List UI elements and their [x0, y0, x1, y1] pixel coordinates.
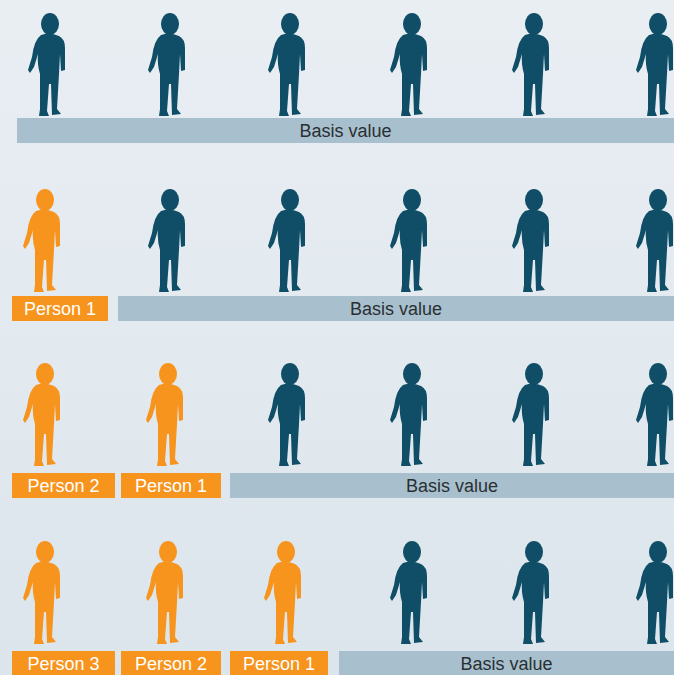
person-figure — [148, 189, 185, 292]
bar-label: Basis value — [406, 477, 498, 495]
person-tag: Person 1 — [121, 473, 221, 498]
bar-label: Basis value — [299, 122, 391, 140]
person-figure — [390, 363, 427, 466]
person-label: Person 1 — [135, 477, 207, 495]
bar-label: Basis value — [460, 655, 552, 673]
person-figure — [636, 541, 673, 644]
person-label: Person 2 — [27, 477, 99, 495]
bar-label: Basis value — [350, 300, 442, 318]
row-3-figures — [23, 363, 673, 466]
person-figure — [268, 189, 305, 292]
person-tag: Person 2 — [12, 473, 115, 498]
row-2-figures — [23, 189, 673, 292]
person-figure — [268, 363, 305, 466]
person-figure — [146, 541, 183, 644]
person-figure — [146, 363, 183, 466]
person-figure — [636, 13, 673, 116]
person-figure — [268, 13, 305, 116]
person-figure — [390, 541, 427, 644]
person-figure — [28, 13, 65, 116]
person-label: Person 2 — [135, 655, 207, 673]
person-figure — [23, 541, 60, 644]
person-figure — [512, 13, 549, 116]
person-label: Person 3 — [27, 655, 99, 673]
person-figure — [512, 363, 549, 466]
person-figure — [23, 363, 60, 466]
person-figure — [264, 541, 301, 644]
person-figure — [512, 189, 549, 292]
person-figure — [148, 13, 185, 116]
person-figure — [636, 363, 673, 466]
row-4-figures — [23, 541, 673, 644]
person-tag: Person 3 — [12, 651, 115, 675]
person-figure — [512, 541, 549, 644]
person-figure — [390, 189, 427, 292]
person-tag: Person 1 — [230, 651, 328, 675]
person-figure — [636, 189, 673, 292]
person-tag: Person 2 — [121, 651, 221, 675]
person-figure — [390, 13, 427, 116]
basis-value-bar: Basis value — [118, 296, 674, 321]
person-label: Person 1 — [24, 300, 96, 318]
row-1-figures — [28, 13, 673, 116]
person-tag: Person 1 — [12, 296, 108, 321]
person-label: Person 1 — [243, 655, 315, 673]
basis-value-bar: Basis value — [230, 473, 674, 498]
basis-value-bar: Basis value — [339, 651, 674, 675]
basis-value-bar: Basis value — [17, 118, 674, 143]
person-figure — [23, 189, 60, 292]
